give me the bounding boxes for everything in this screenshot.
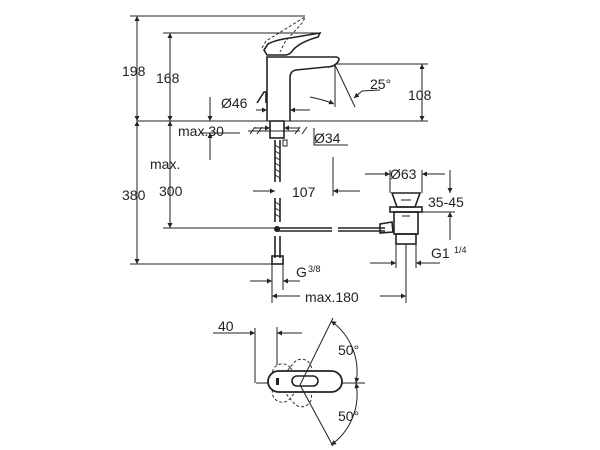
dim-g1-fraction: 1/4	[454, 245, 467, 255]
dimension-lines	[130, 15, 455, 303]
dim-198: 198	[122, 63, 146, 79]
hose-braiding	[274, 144, 281, 218]
faucet-side-view	[137, 15, 428, 265]
dim-107: 107	[292, 184, 316, 200]
hose-connector	[271, 255, 284, 265]
dim-35-45: 35-45	[428, 194, 464, 210]
dim-168: 168	[156, 70, 180, 86]
dim-40: 40	[218, 318, 234, 334]
dim-d34: Ø34	[314, 130, 341, 146]
dim-300: 300	[159, 183, 183, 199]
dim-max: max.	[150, 156, 180, 172]
dim-d63: Ø63	[390, 166, 417, 182]
popup-linkage	[277, 227, 385, 232]
faucet-body	[266, 56, 340, 121]
dim-50deg-up: 50°	[338, 342, 359, 358]
dim-g1: G1	[431, 245, 450, 261]
dim-g: G	[296, 264, 307, 280]
dim-50deg-down: 50°	[338, 408, 359, 424]
dim-g-fraction: 3/8	[308, 264, 321, 274]
mounting-nut	[282, 139, 288, 147]
faucet-lever	[263, 31, 322, 56]
dim-d46: Ø46	[221, 95, 248, 111]
supply-hose	[274, 140, 281, 258]
lever-slot	[291, 375, 319, 387]
dim-25deg: 25°	[370, 76, 391, 92]
waste-fitting	[379, 192, 423, 245]
faucet-lever-raised	[261, 15, 307, 53]
dim-380: 380	[122, 187, 146, 203]
lever-top-view	[213, 317, 365, 447]
dim-108: 108	[408, 87, 432, 103]
dim-max180: max.180	[305, 289, 359, 305]
popup-rod	[256, 91, 267, 104]
deck-hatching	[248, 126, 308, 135]
mounting-shank	[269, 120, 285, 139]
dim-max30: max.30	[178, 123, 224, 139]
